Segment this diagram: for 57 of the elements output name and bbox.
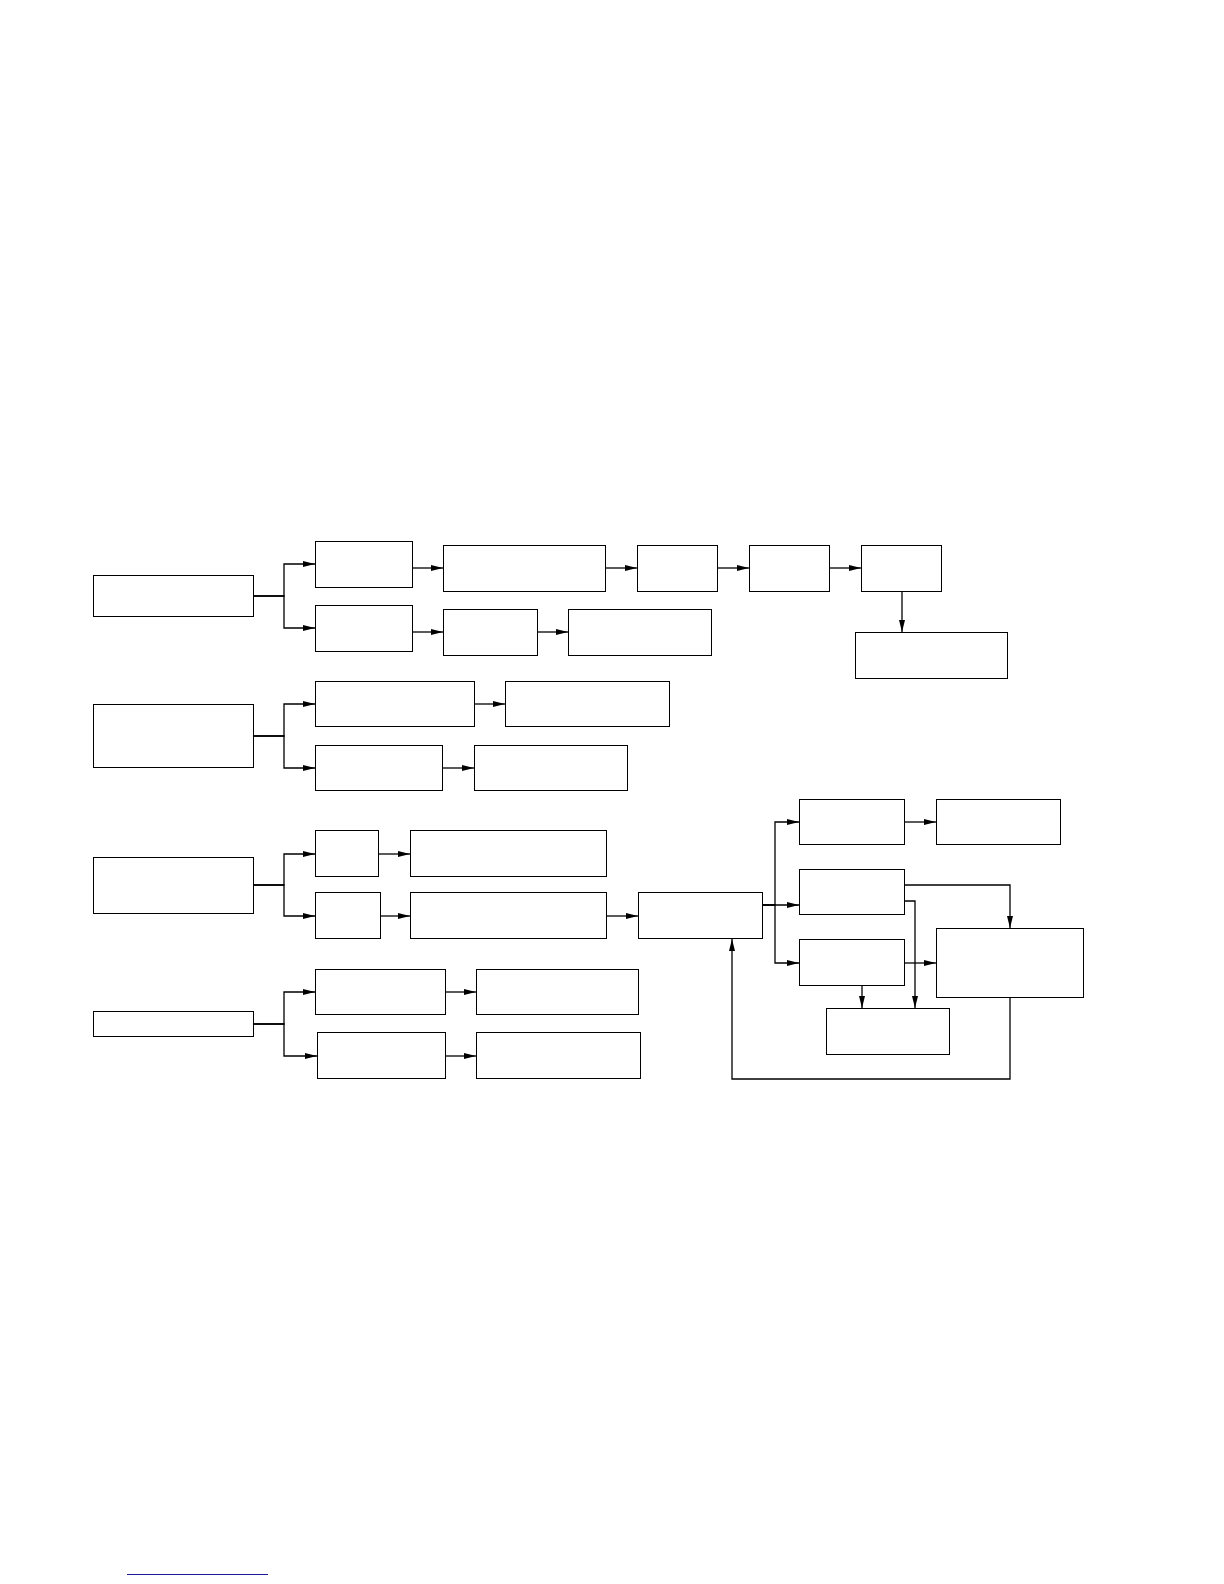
arrow xyxy=(380,913,411,919)
arrow xyxy=(412,565,444,571)
process-box xyxy=(799,869,905,915)
process-box xyxy=(317,1032,446,1079)
arrow xyxy=(717,565,750,571)
arrow xyxy=(253,735,316,771)
arrow xyxy=(859,985,865,1009)
arrow xyxy=(904,819,937,825)
process-box xyxy=(799,799,905,845)
arrow xyxy=(605,565,638,571)
arrow xyxy=(729,938,1011,1080)
process-box xyxy=(855,632,1008,679)
process-box xyxy=(936,928,1084,998)
arrow xyxy=(762,904,800,966)
arrow xyxy=(606,913,639,919)
process-box xyxy=(315,830,379,877)
arrow xyxy=(474,701,506,707)
arrow xyxy=(904,900,918,1009)
process-box xyxy=(93,575,254,617)
process-box xyxy=(315,605,413,652)
arrow xyxy=(253,884,316,919)
arrow xyxy=(378,851,411,857)
process-box xyxy=(826,1008,950,1055)
process-box xyxy=(443,545,606,592)
process-box xyxy=(799,939,905,986)
process-box xyxy=(315,681,475,727)
arrow xyxy=(904,884,1013,929)
process-box xyxy=(443,609,538,656)
process-box xyxy=(637,545,718,592)
arrow xyxy=(537,629,569,635)
process-box xyxy=(315,541,413,588)
process-box xyxy=(315,892,381,939)
arrow xyxy=(442,765,475,771)
process-box xyxy=(410,892,607,939)
process-box xyxy=(749,545,830,592)
arrow xyxy=(445,989,477,995)
process-box xyxy=(315,969,446,1015)
process-box xyxy=(93,1011,254,1037)
arrow xyxy=(253,595,316,631)
process-box xyxy=(638,892,763,939)
process-box xyxy=(568,609,712,656)
process-box xyxy=(505,681,670,727)
arrow xyxy=(829,565,862,571)
arrow xyxy=(445,1053,477,1059)
process-box xyxy=(315,745,443,791)
arrow xyxy=(253,1023,318,1059)
arrow xyxy=(899,591,905,633)
process-box xyxy=(476,1032,641,1079)
process-box xyxy=(93,857,254,914)
process-box xyxy=(93,704,254,768)
process-box xyxy=(410,830,607,877)
arrow xyxy=(412,629,444,635)
arrow xyxy=(904,960,937,966)
process-box xyxy=(936,799,1061,845)
process-box xyxy=(474,745,628,791)
process-box xyxy=(476,969,639,1015)
process-box xyxy=(861,545,942,592)
